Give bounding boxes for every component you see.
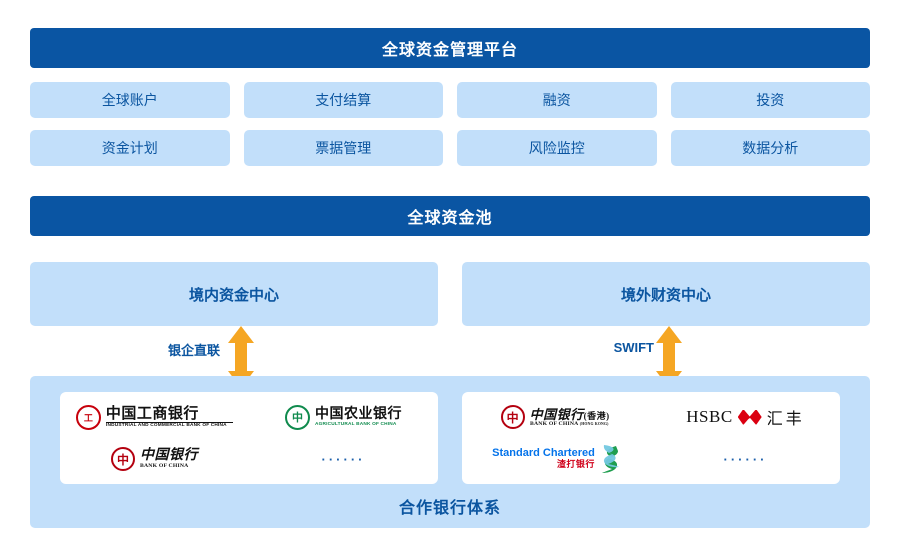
bank-name-en: BANK OF CHINA: [529, 420, 578, 427]
sc-swirl-icon: [601, 445, 619, 473]
bank-name-cn-suffix: (香港): [583, 410, 610, 421]
bank-name-en: INDUSTRIAL AND COMMERCIAL BANK OF CHINA: [105, 422, 227, 428]
bank-name-en: HSBC: [686, 407, 733, 426]
ellipsis-icon: ······: [321, 451, 366, 467]
bank-row: Standard Chartered 渣打银行 ······: [462, 438, 840, 480]
center-label: 境内资金中心: [188, 286, 279, 304]
module-label: 数据分析: [742, 140, 799, 156]
module-label: 支付结算: [315, 92, 372, 108]
module-label: 投资: [756, 92, 785, 108]
icbc-seal-icon: 工: [75, 404, 101, 430]
bank-name-en: AGRICULTURAL BANK OF CHINA: [315, 420, 397, 427]
bank-logo-hsbc[interactable]: HSBC 汇丰: [651, 396, 840, 438]
bank-name-cn: 中国工商银行: [105, 406, 234, 423]
offshore-bank-card: 中 中国银行(香港) BANK OF CHINA (HONG KONG) HSB…: [462, 392, 840, 484]
abc-seal-icon: 中: [285, 404, 310, 430]
bank-logo-standard-chartered[interactable]: Standard Chartered 渣打银行: [462, 438, 651, 480]
bank-panel-row: 工 中国工商银行 INDUSTRIAL AND COMMERCIAL BANK …: [60, 392, 840, 484]
center-label: 境外财资中心: [620, 286, 711, 304]
bank-name-en: Standard Chartered: [492, 447, 595, 460]
bank-name-en: BANK OF CHINA: [140, 463, 189, 469]
bank-logo-more-offshore: ······: [651, 438, 840, 480]
bank-name-cn: 中国银行: [529, 406, 584, 422]
bank-logo-more-domestic: ······: [249, 438, 438, 480]
connector-offshore: SWIFT: [464, 326, 874, 388]
bank-row: 中 中国银行(香港) BANK OF CHINA (HONG KONG) HSB…: [462, 396, 840, 438]
module-tile-data-analysis[interactable]: 数据分析: [670, 130, 870, 166]
bank-logo-abc[interactable]: 中 中国农业银行 AGRICULTURAL BANK OF CHINA: [249, 396, 438, 438]
bank-name-cn: 中国银行: [140, 448, 198, 463]
double-arrow-icon: [656, 326, 682, 388]
platform-title: 全球资金管理平台: [381, 42, 518, 59]
module-row-2: 资金计划 票据管理 风险监控 数据分析: [30, 130, 870, 166]
connector-domestic: 银企直联: [30, 326, 440, 388]
bochk-seal-icon: 中: [500, 405, 525, 429]
fund-pool-title-bar: 全球资金池: [30, 196, 870, 236]
domestic-bank-card: 工 中国工商银行 INDUSTRIAL AND COMMERCIAL BANK …: [60, 392, 438, 484]
module-label: 风险监控: [528, 140, 585, 156]
module-tile-investment[interactable]: 投资: [670, 82, 870, 118]
bank-name-cn-wrap: 中国银行(香港): [530, 408, 613, 421]
module-tile-financing[interactable]: 融资: [457, 82, 657, 118]
partner-bank-system: 工 中国工商银行 INDUSTRIAL AND COMMERCIAL BANK …: [30, 376, 870, 528]
module-label: 票据管理: [315, 140, 372, 156]
connector-label-swift: SWIFT: [613, 340, 654, 355]
module-tile-fund-plan[interactable]: 资金计划: [30, 130, 230, 166]
fund-pool-title: 全球资金池: [407, 210, 493, 227]
bank-name-cn: 汇丰: [766, 411, 805, 428]
offshore-treasury-center[interactable]: 境外财资中心: [462, 262, 870, 326]
boc-seal-icon: 中: [111, 447, 135, 471]
module-row-1: 全球账户 支付结算 融资 投资: [30, 82, 870, 118]
module-label: 融资: [542, 92, 571, 108]
double-arrow-icon: [228, 326, 254, 388]
partner-bank-system-label: 合作银行体系: [398, 500, 501, 517]
module-label: 资金计划: [101, 140, 158, 156]
module-tile-payment-settlement[interactable]: 支付结算: [243, 82, 443, 118]
bank-name-en-wrap: BANK OF CHINA (HONG KONG): [530, 421, 609, 427]
module-label: 全球账户: [101, 92, 158, 108]
module-tile-bill-management[interactable]: 票据管理: [243, 130, 443, 166]
domestic-fund-center[interactable]: 境内资金中心: [30, 262, 438, 326]
hsbc-hexagon-icon: [737, 409, 762, 425]
module-tile-global-account[interactable]: 全球账户: [30, 82, 230, 118]
connector-label-bank-direct: 银企直联: [167, 343, 220, 358]
bank-name-cn: 中国农业银行: [315, 406, 402, 422]
bank-logo-boc-hongkong[interactable]: 中 中国银行(香港) BANK OF CHINA (HONG KONG): [462, 396, 651, 438]
bank-name-en-suffix: (HONG KONG): [579, 420, 609, 426]
center-row: 境内资金中心 境外财资中心: [30, 262, 870, 326]
bank-row: 中 中国银行 BANK OF CHINA ······: [60, 438, 438, 480]
bank-row: 工 中国工商银行 INDUSTRIAL AND COMMERCIAL BANK …: [60, 396, 438, 438]
bank-name-cn: 渣打银行: [556, 459, 595, 470]
module-grid: 全球账户 支付结算 融资 投资 资金计划 票据管理 风险监控 数据分析: [30, 82, 870, 166]
bank-logo-boc[interactable]: 中 中国银行 BANK OF CHINA: [60, 438, 249, 480]
platform-title-bar: 全球资金管理平台: [30, 28, 870, 68]
module-tile-risk-monitoring[interactable]: 风险监控: [457, 130, 657, 166]
ellipsis-icon: ······: [723, 451, 768, 467]
bank-logo-icbc[interactable]: 工 中国工商银行 INDUSTRIAL AND COMMERCIAL BANK …: [60, 396, 249, 438]
